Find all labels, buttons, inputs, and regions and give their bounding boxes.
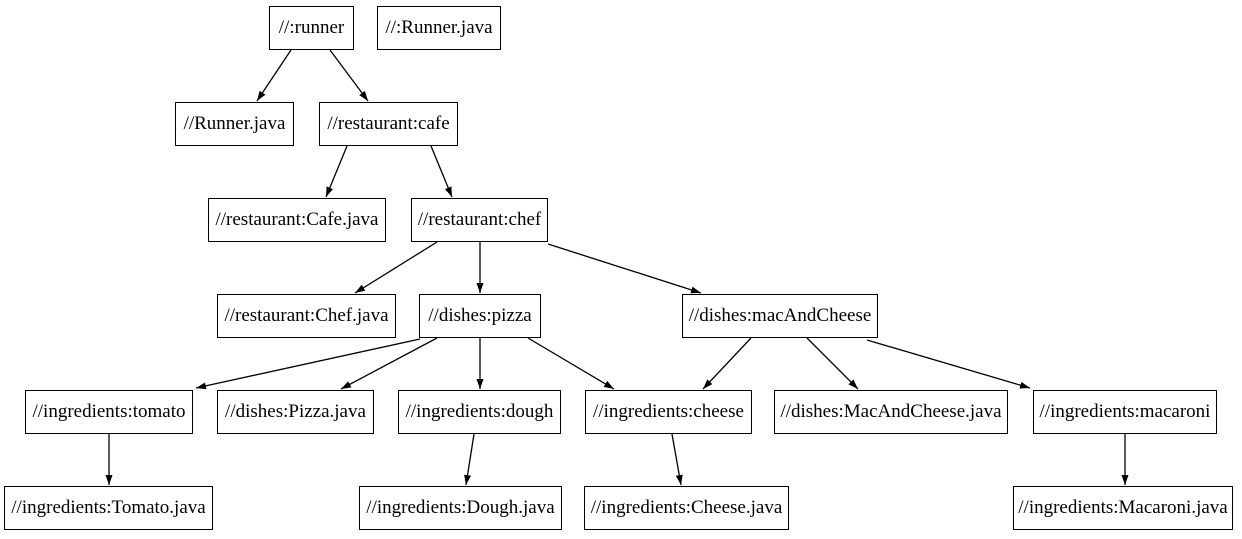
node-mac-and-cheese-java: //dishes:MacAndCheese.java: [774, 390, 1008, 434]
edge-pizza-to-pizza-java: [340, 337, 438, 390]
edge-pizza-to-cheese: [527, 337, 615, 390]
node-chef: //restaurant:chef: [411, 198, 548, 242]
edge-mac-and-cheese-to-mac-java: [806, 337, 859, 390]
edge-cafe-to-chef: [430, 145, 453, 198]
node-macaroni: //ingredients:macaroni: [1033, 390, 1217, 434]
node-chef-java: //restaurant:Chef.java: [217, 294, 396, 338]
node-pizza-java: //dishes:Pizza.java: [217, 390, 374, 434]
edge-chef-to-mac-and-cheese: [547, 243, 702, 294]
edge-cheese-to-cheese-java: [671, 433, 683, 486]
node-runner: //:runner: [269, 6, 354, 50]
node-tomato-java: //ingredients:Tomato.java: [4, 486, 213, 530]
node-macaroni-java: //ingredients:Macaroni.java: [1013, 486, 1233, 530]
edge-pizza-to-tomato: [195, 338, 421, 390]
edge-runner-to-runner-java: [256, 49, 292, 102]
edge-cafe-to-cafe-java: [325, 145, 348, 198]
node-dough: //ingredients:dough: [398, 390, 561, 434]
edge-runner-to-cafe: [329, 49, 369, 102]
node-cafe: //restaurant:cafe: [319, 102, 458, 146]
node-pizza: //dishes:pizza: [419, 294, 541, 338]
node-tomato: //ingredients:tomato: [25, 390, 193, 434]
edge-dough-to-dough-java: [464, 433, 475, 486]
node-cafe-java: //restaurant:Cafe.java: [208, 198, 386, 242]
edge-chef-to-chef-java: [354, 241, 438, 294]
node-runner-java: //Runner.java: [175, 102, 294, 146]
node-runner-java-source: //:Runner.java: [377, 6, 501, 50]
node-cheese: //ingredients:cheese: [585, 390, 752, 434]
edge-mac-and-cheese-to-macaroni: [866, 339, 1031, 389]
node-cheese-java: //ingredients:Cheese.java: [584, 486, 789, 530]
node-dough-java: //ingredients:Dough.java: [359, 486, 562, 530]
edge-mac-and-cheese-to-cheese: [702, 337, 752, 390]
node-mac-and-cheese: //dishes:macAndCheese: [682, 294, 878, 338]
